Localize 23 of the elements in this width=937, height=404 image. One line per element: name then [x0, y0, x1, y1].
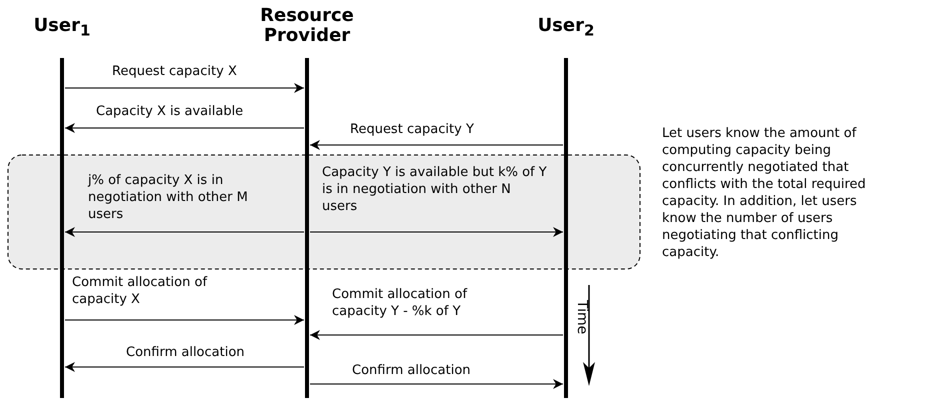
message-arrow	[310, 330, 564, 340]
message-arrow	[64, 362, 304, 372]
message-arrow	[64, 227, 304, 237]
message-arrow	[64, 123, 304, 133]
message-arrow	[310, 227, 564, 237]
participant-label: User$_{1}$	[34, 16, 90, 41]
message-label: Capacity Y is available but k% of Y is in negotiation with other N users	[322, 164, 548, 215]
message-label: Request capacity X	[112, 63, 237, 80]
note-text: Let users know the amount of computing capacity being concurrently negotiated that conflicts with the total required capacity. In addition, let users know the number of users negotiating that conflicting capacity.	[662, 125, 867, 261]
message-label: Confirm allocation	[352, 362, 471, 379]
message-label: Commit allocation of capacity X	[72, 274, 208, 308]
message-arrow	[64, 315, 304, 325]
participant-label: User$_{2}$	[538, 16, 594, 41]
message-label: Commit allocation of capacity Y - %k of Y	[332, 286, 468, 320]
axis-label: Time	[573, 300, 590, 334]
message-arrow	[64, 83, 304, 93]
message-arrow	[310, 140, 564, 150]
message-label: Request capacity Y	[350, 121, 474, 138]
message-label: j% of capacity X is in negotiation with other M users	[88, 172, 249, 223]
message-label: Capacity X is available	[96, 103, 244, 120]
message-label: Confirm allocation	[126, 344, 245, 361]
participant-label: Resource Provider	[259, 6, 355, 46]
message-arrow	[310, 379, 564, 389]
